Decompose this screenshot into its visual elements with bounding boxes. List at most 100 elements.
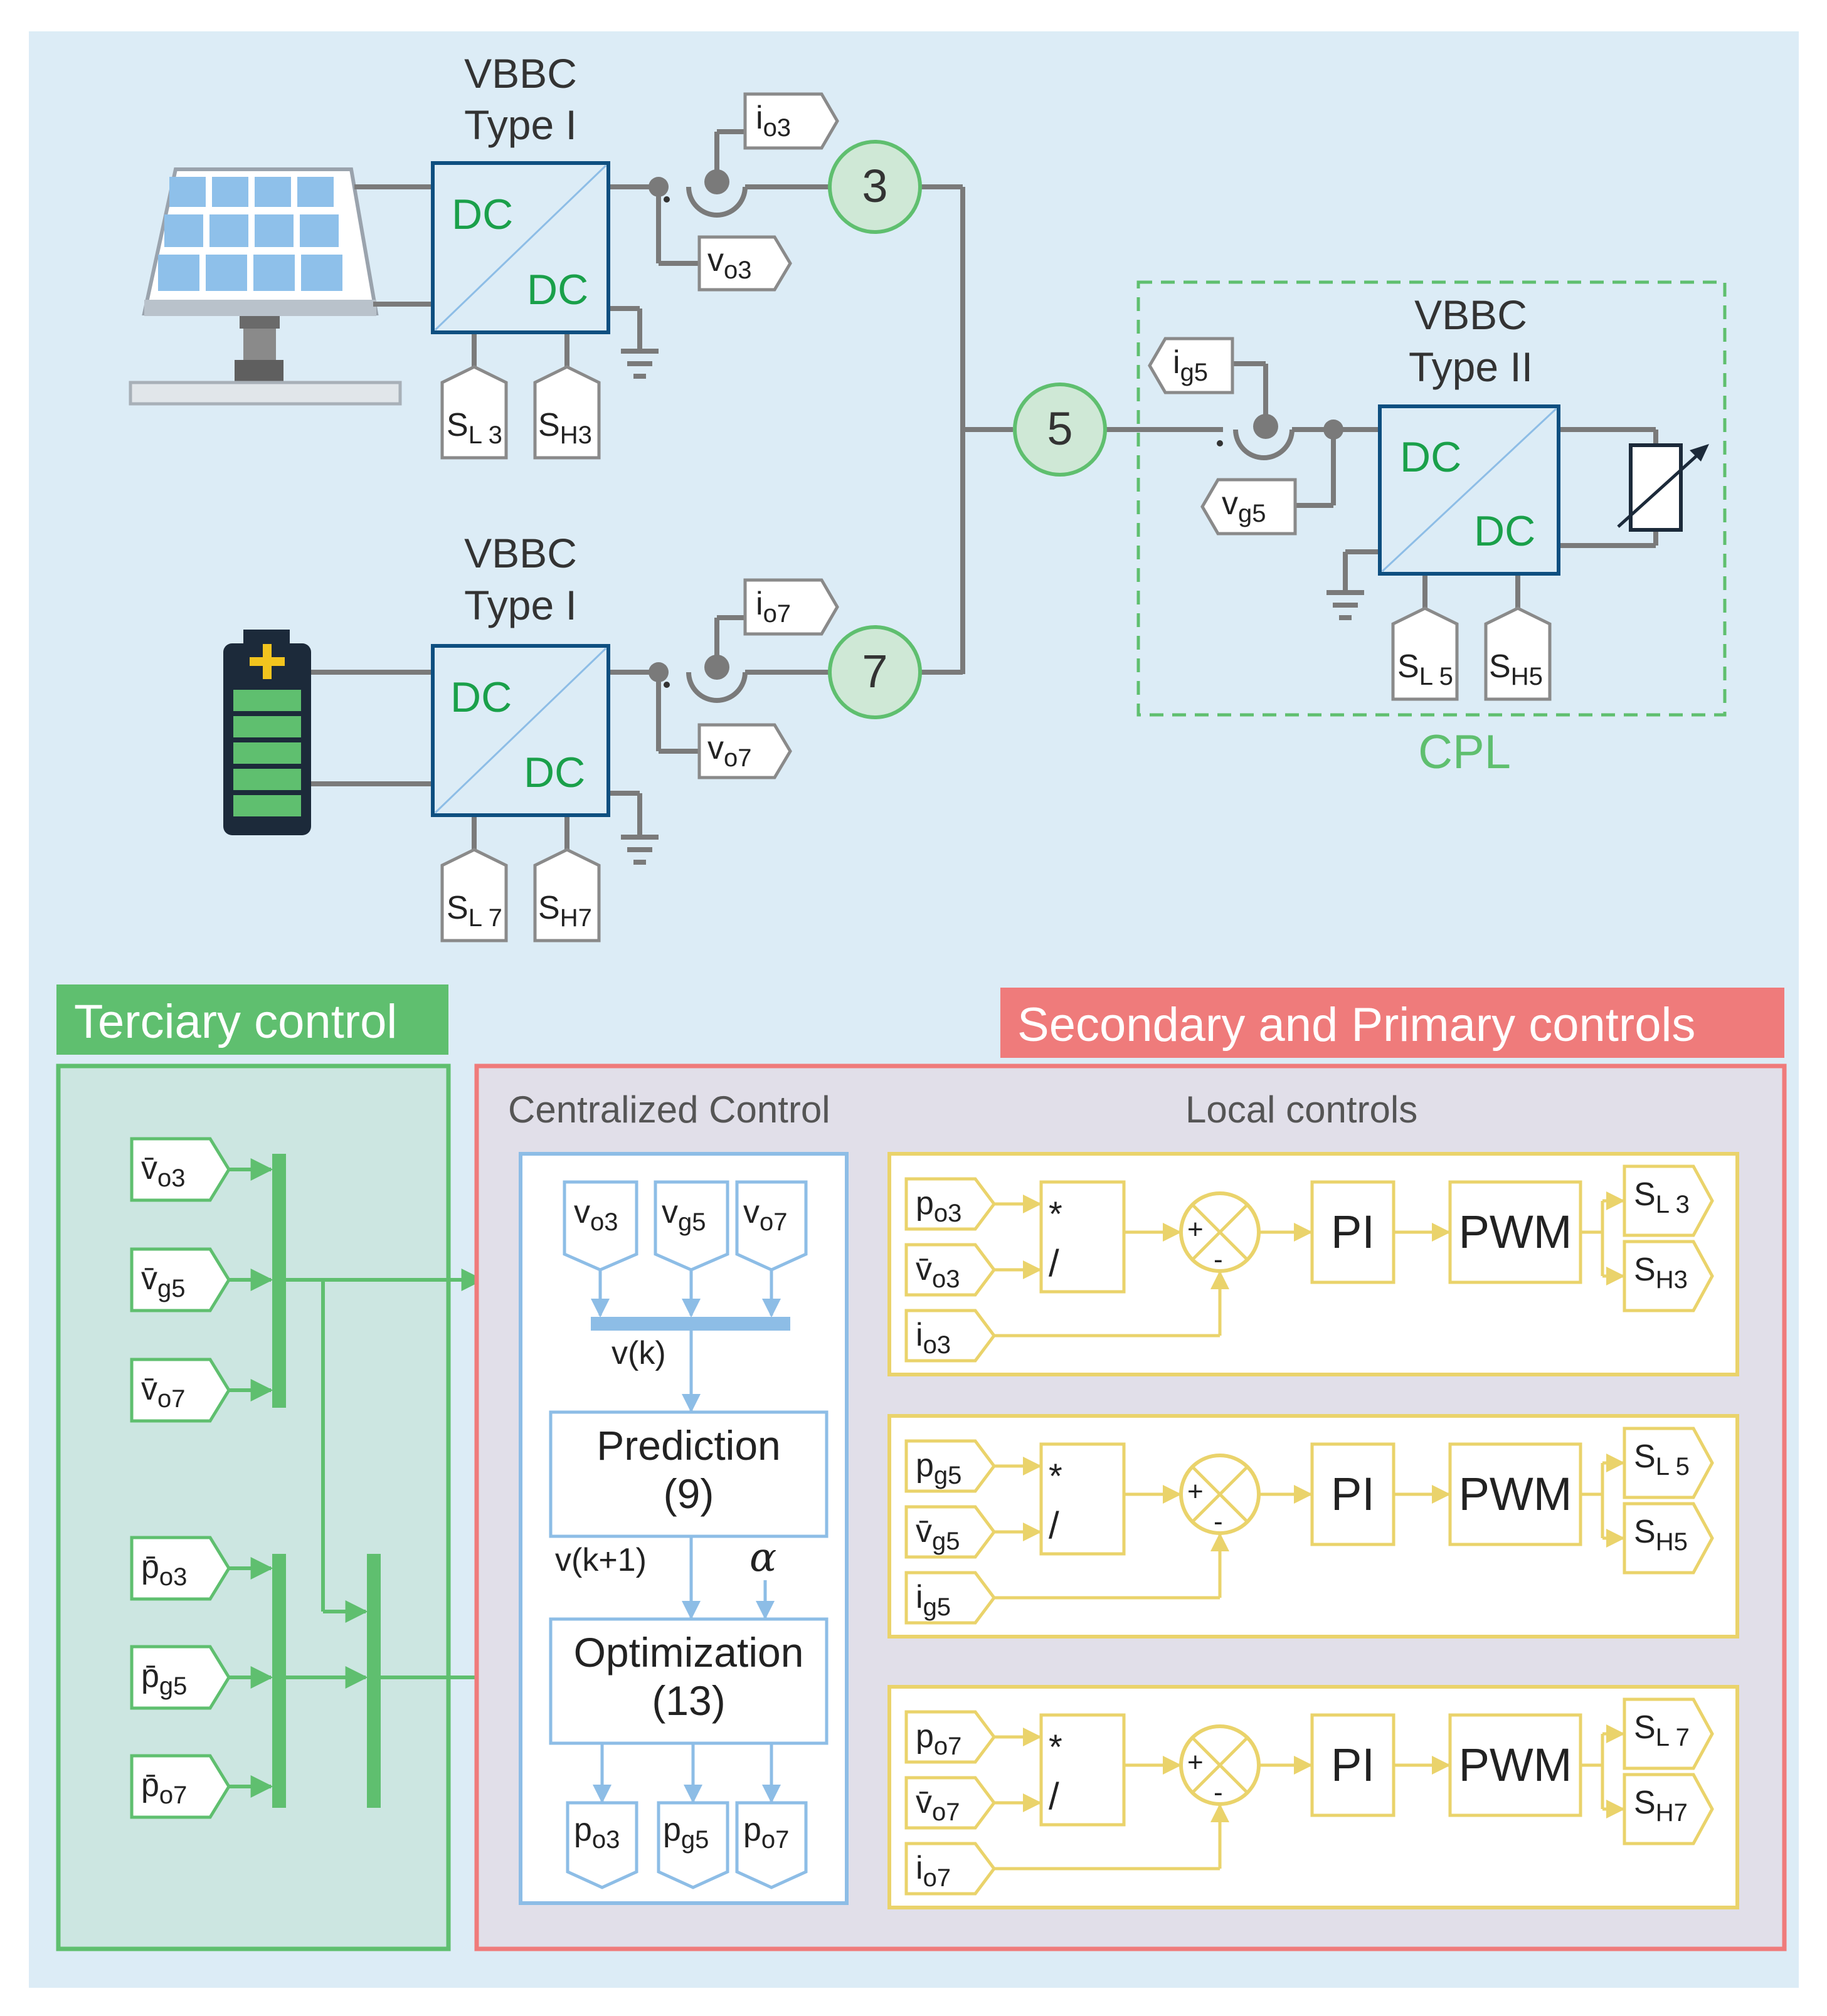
local-input-tag (904, 1309, 997, 1363)
central-wires (591, 1270, 781, 1803)
plus-sign: + (1187, 1476, 1204, 1507)
secondary-banner (1000, 988, 1784, 1058)
converter-name: VBBC (464, 530, 577, 576)
multiply-sign: * (1049, 1194, 1062, 1233)
pwm-label: PWM (1459, 1739, 1572, 1791)
local-input-tag (904, 1842, 997, 1896)
divide-sign: / (1049, 1504, 1059, 1546)
minus-sign: - (1214, 1244, 1223, 1275)
converter-pv: DC DC VBBC Type I (431, 50, 610, 334)
gate-label-sl7: SL 7 (447, 890, 502, 932)
minus-sign: - (1214, 1777, 1223, 1808)
multiply-sign: * (1049, 1456, 1062, 1496)
gate-tags-shapes (440, 365, 1552, 942)
local-input-label: po7 (916, 1718, 961, 1760)
gate-signal-label: SH5 (1634, 1514, 1688, 1556)
local-input-label: io7 (916, 1850, 951, 1892)
sensor-vg5-label: vg5 (1222, 485, 1266, 527)
sensor-ig5-label: ig5 (1173, 344, 1208, 386)
cpl-boundary (1136, 280, 1727, 717)
converter-type: Type II (1409, 344, 1533, 390)
dc-output-label: DC (1474, 507, 1535, 555)
local-input-label: ig5 (916, 1579, 951, 1621)
pi-label: PI (1331, 1739, 1375, 1791)
gate-signal-label: SH3 (1634, 1252, 1688, 1294)
pi-controller-block (1310, 1180, 1395, 1284)
node-7: 7 (828, 625, 922, 719)
tertiary-mux-bars (272, 1154, 381, 1808)
local-input-label: po3 (916, 1185, 961, 1227)
battery-icon (223, 630, 311, 835)
central-input-tags (563, 1180, 808, 1889)
gate-signal-label: SL 5 (1634, 1438, 1690, 1480)
tertiary-wires (229, 1158, 550, 1798)
divide-sign: / (1049, 1775, 1059, 1817)
dc-input-label: DC (452, 191, 513, 238)
cpl-wires (1232, 361, 1658, 620)
vk-label: v(k) (612, 1335, 666, 1371)
local-output-tag (1623, 1164, 1714, 1237)
local-input-tag (904, 1776, 997, 1830)
gate-signal-label: SH7 (1634, 1785, 1688, 1827)
local-input-tag (904, 1243, 997, 1297)
sensor-tag-shapes (697, 92, 1297, 779)
central-output-po3: po3 (574, 1812, 620, 1854)
node-7-label: 7 (862, 645, 887, 697)
pi-label: PI (1331, 1206, 1375, 1258)
optimization-eq: (13) (652, 1677, 725, 1724)
gate-label-sh3: SH3 (538, 407, 592, 449)
gate-label-sl5: SL 5 (1397, 648, 1453, 690)
local-input-tag (904, 1571, 997, 1625)
tertiary-panel (56, 1063, 451, 1951)
central-input-vo3: vo3 (574, 1194, 618, 1236)
node-3: 3 (828, 140, 922, 234)
local-input-tag (904, 1710, 997, 1764)
minus-sign: - (1214, 1506, 1223, 1537)
plus-sign: + (1187, 1747, 1204, 1778)
converter-name: VBBC (464, 50, 577, 97)
node-5-label: 5 (1047, 403, 1072, 455)
local-output-tag (1623, 1502, 1714, 1575)
local-input-label: pg5 (916, 1447, 961, 1489)
dc-input-label: DC (450, 673, 512, 721)
divide-sign: / (1049, 1242, 1059, 1284)
local-output-tag (1623, 1697, 1714, 1770)
multiply-divide-block (1039, 1713, 1126, 1827)
tertiary-input-vo3: v̄o3 (141, 1150, 186, 1192)
tertiary-input-po3: p̄o3 (141, 1549, 187, 1591)
local-input-label: v̄o7 (916, 1784, 960, 1826)
local-output-tag (1623, 1240, 1714, 1312)
dc-output-label: DC (527, 266, 588, 314)
local-input-label: io3 (916, 1317, 951, 1359)
pwm-block (1448, 1442, 1582, 1546)
sensor-vo7-label: vo7 (707, 730, 752, 772)
sensor-vo3-label: vo3 (707, 242, 752, 284)
pi-label: PI (1331, 1468, 1375, 1520)
local-controls-header: Local controls (1185, 1089, 1417, 1131)
tertiary-input-pg5: p̄g5 (141, 1658, 187, 1700)
cpl-label: CPL (1418, 726, 1511, 779)
tertiary-input-tags (130, 1137, 231, 1819)
local-input-tag (904, 1439, 997, 1493)
local-input-tag (904, 1505, 997, 1559)
converter-type: Type I (464, 102, 577, 148)
converter-cpl: DC DC VBBC Type II (1378, 292, 1560, 576)
node-5: 5 (1013, 383, 1107, 477)
converter-type: Type I (464, 582, 577, 628)
gate-label-sl3: SL 3 (447, 407, 502, 449)
gate-label-sh7: SH7 (538, 890, 592, 932)
tertiary-banner-label: Terciary control (74, 995, 397, 1048)
tertiary-input-vo7: v̄o7 (141, 1371, 186, 1413)
dc-output-label: DC (524, 749, 585, 796)
pwm-label: PWM (1459, 1206, 1572, 1258)
local-output-tag (1623, 1427, 1714, 1499)
prediction-block (549, 1410, 829, 1538)
local-output-tag (1623, 1773, 1714, 1845)
local-input-tag (904, 1177, 997, 1231)
converter-name: VBBC (1414, 292, 1527, 338)
